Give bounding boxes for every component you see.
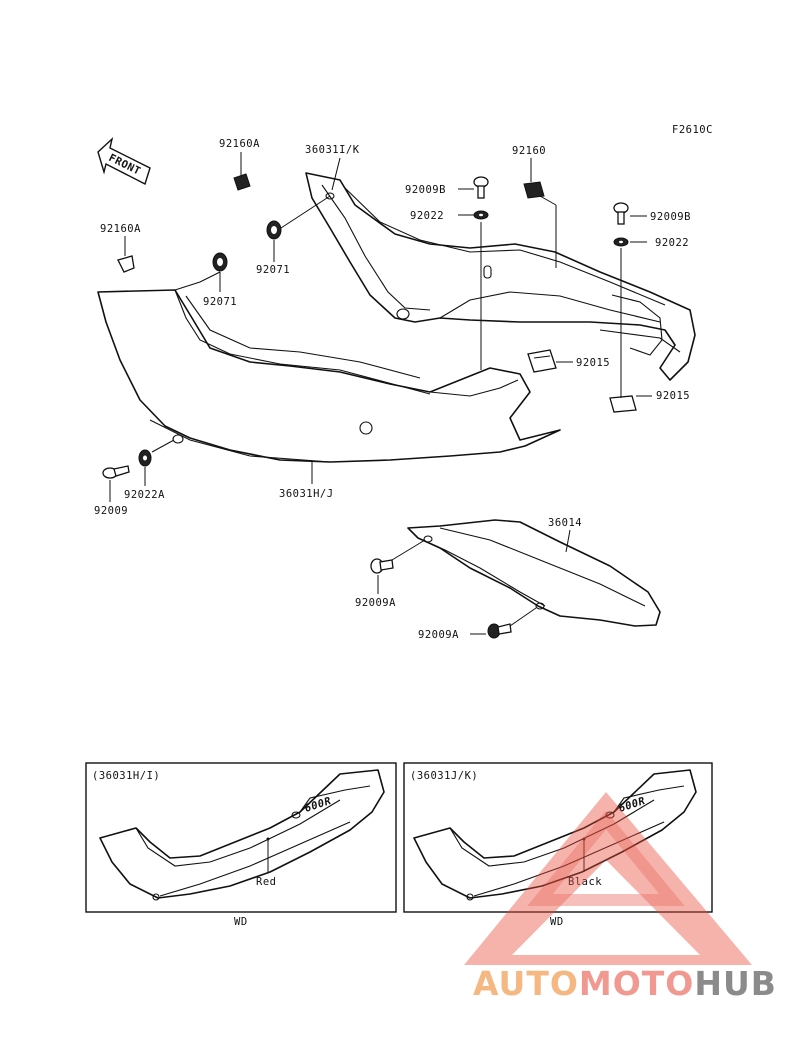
label-92009A-upper: 92009A — [355, 597, 396, 609]
watermark-auto: AUTO — [473, 964, 579, 1003]
label-36014: 36014 — [548, 517, 582, 529]
inset-color-note: Black — [568, 876, 602, 888]
bolt-92009B-top — [473, 176, 489, 199]
svg-text:AUTOMOTOHUB: AUTOMOTOHUB — [473, 964, 777, 1003]
watermark-moto: MOTO — [579, 964, 694, 1003]
figure-code: F2610C — [672, 124, 713, 136]
inset-36031HI: (36031H/I) 600R Red — [85, 762, 397, 913]
label-36031HJ: 36031H/J — [279, 488, 334, 500]
label-92009B-top: 92009B — [405, 184, 446, 196]
grommet-92160A-top — [233, 173, 251, 191]
inset-caption: (36031H/I) — [92, 770, 160, 782]
front-arrow-icon: FRONT — [97, 136, 151, 186]
grommet-92160A-left — [117, 255, 135, 273]
inset-footer: WD — [234, 916, 248, 928]
inset-caption: (36031J/K) — [410, 770, 478, 782]
label-92160A-left: 92160A — [100, 223, 141, 235]
bolt-92009A-lower — [487, 623, 512, 639]
bolt-92009 — [102, 465, 130, 479]
label-36031IK: 36031I/K — [305, 144, 360, 156]
clip-92015-mid — [527, 349, 557, 373]
label-92009B-right: 92009B — [650, 211, 691, 223]
label-92015-right: 92015 — [656, 390, 690, 402]
label-92022-right: 92022 — [655, 237, 689, 249]
leader-lines — [109, 152, 652, 635]
label-92160A-top: 92160A — [219, 138, 260, 150]
label-92009A-lower: 92009A — [418, 629, 459, 641]
watermark-logo: AUTOMOTOHUB — [464, 792, 777, 1003]
label-92022-top: 92022 — [410, 210, 444, 222]
washer-92022A — [138, 449, 152, 467]
label-92071-upper: 92071 — [256, 264, 290, 276]
label-92071-lower: 92071 — [203, 296, 237, 308]
label-92009: 92009 — [94, 505, 128, 517]
side-cover-lower — [97, 271, 561, 463]
grommet-92071-lower — [212, 252, 228, 272]
bolt-92009A-upper — [370, 558, 394, 574]
inset-36031JK: (36031J/K) 600R Black — [403, 762, 713, 913]
washer-92022-top — [473, 210, 489, 220]
grommet-92071-upper — [266, 220, 282, 240]
label-92015-mid: 92015 — [576, 357, 610, 369]
watermark-hub: HUB — [694, 964, 777, 1003]
washer-92022-right — [613, 237, 629, 247]
inset-color-note: Red — [256, 876, 276, 888]
clip-92015-right — [609, 395, 637, 413]
bolt-92009B-right — [613, 202, 629, 225]
label-92160: 92160 — [512, 145, 546, 157]
grommet-92160 — [523, 181, 545, 199]
tail-cover — [407, 519, 661, 627]
side-cover-upper — [305, 172, 696, 381]
label-92022A: 92022A — [124, 489, 165, 501]
inset-footer: WD — [550, 916, 564, 928]
